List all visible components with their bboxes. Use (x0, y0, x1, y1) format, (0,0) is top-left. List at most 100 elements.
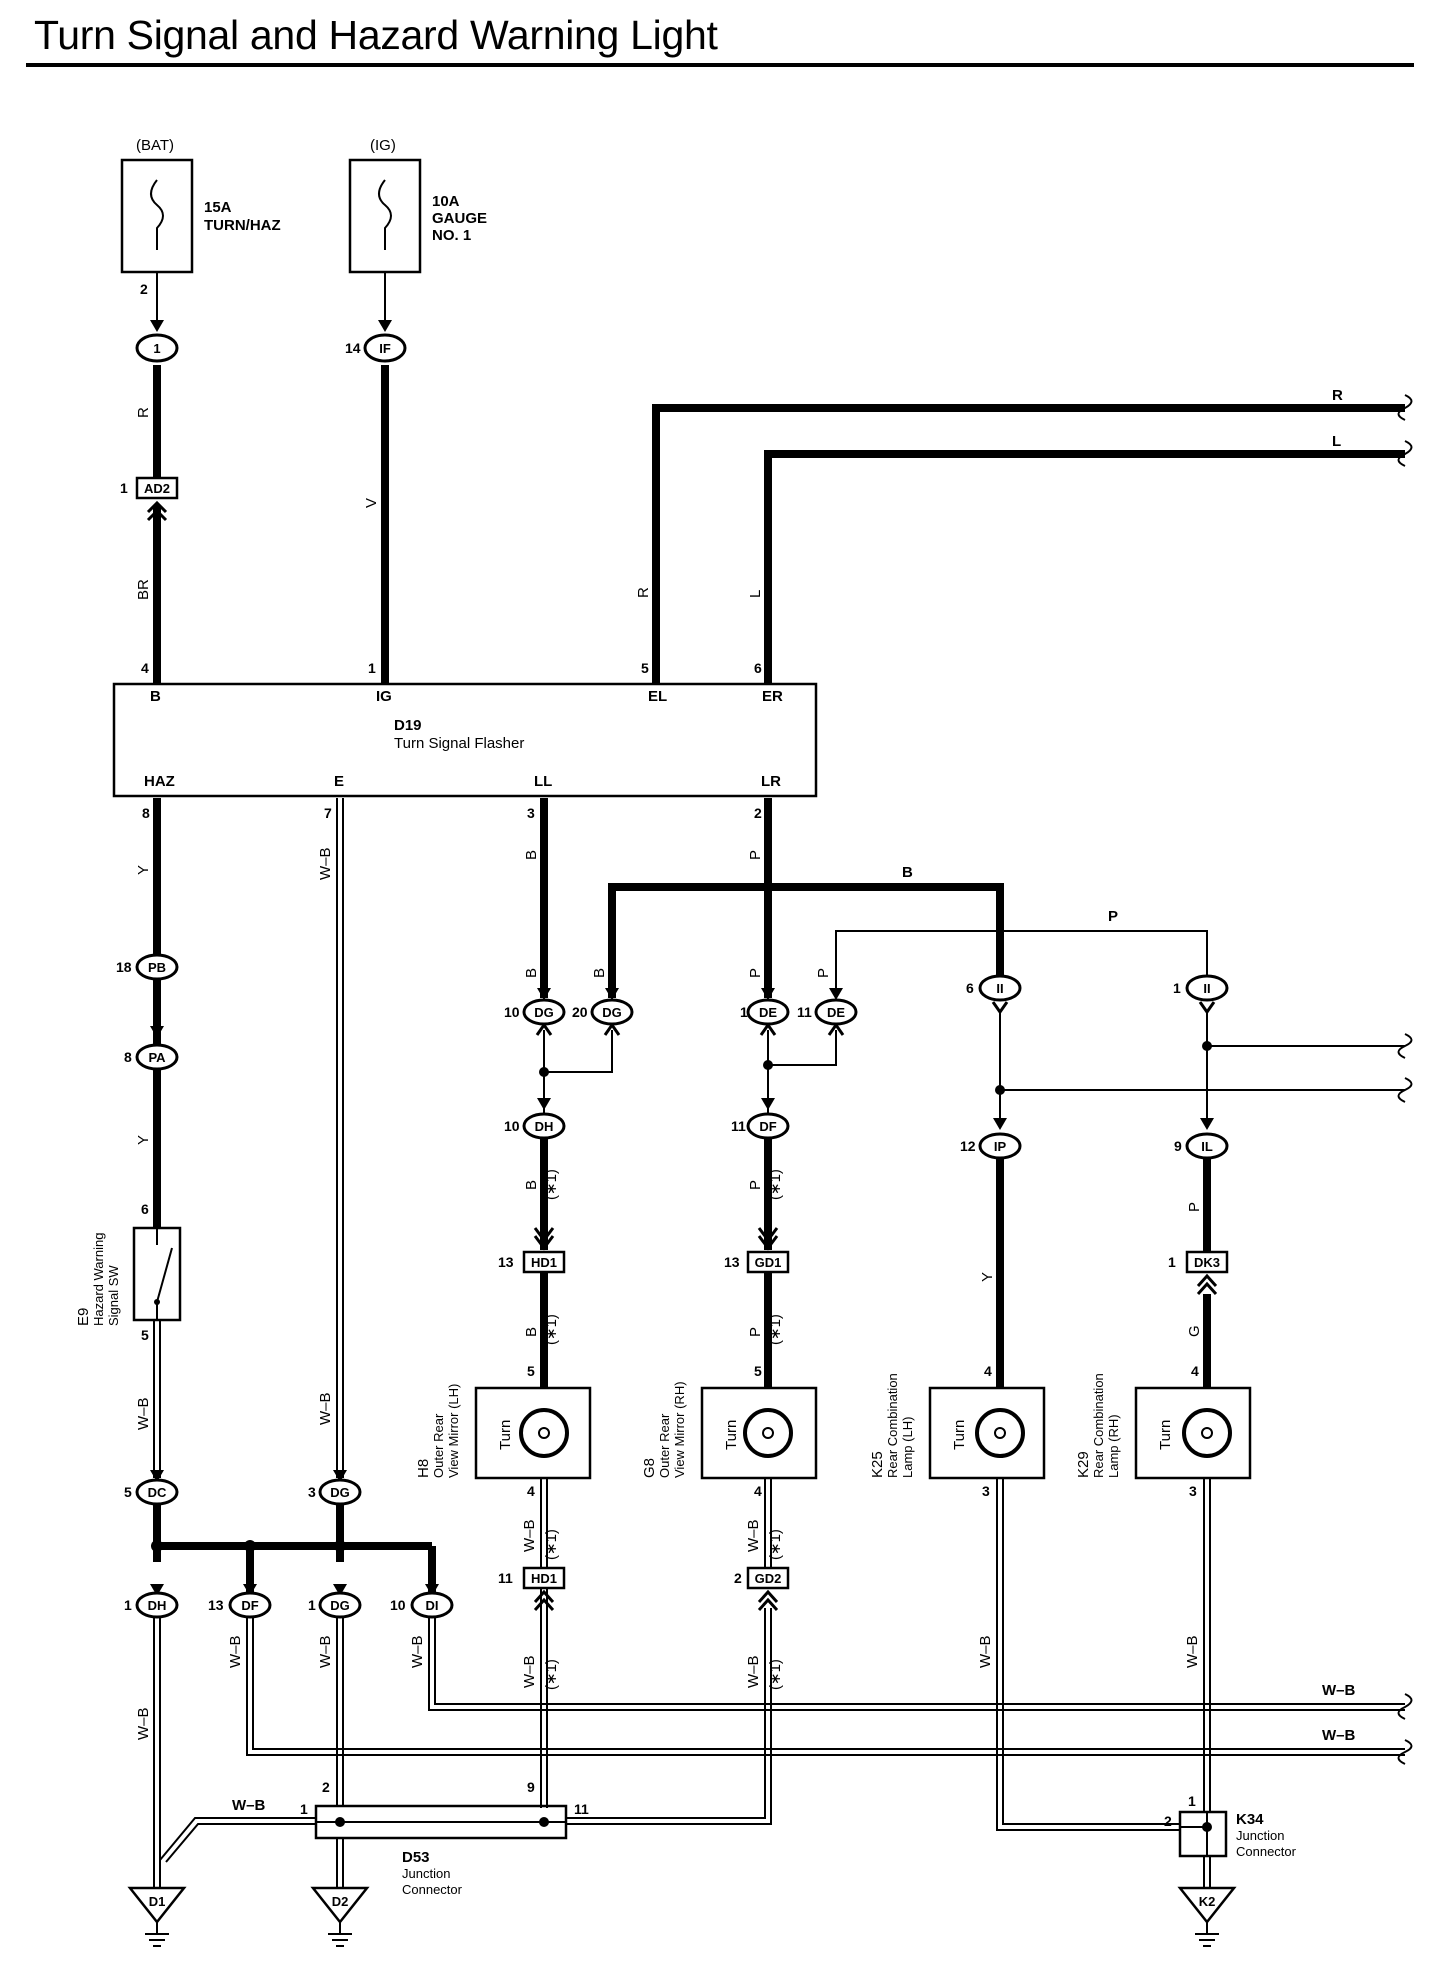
svg-text:7: 7 (324, 805, 332, 821)
svg-text:1: 1 (1188, 1793, 1196, 1809)
svg-text:B: B (523, 1180, 540, 1190)
svg-text:Hazard Warning: Hazard Warning (91, 1233, 106, 1326)
svg-text:Turn: Turn (951, 1420, 968, 1450)
svg-text:2: 2 (754, 805, 762, 821)
svg-text:P: P (747, 1180, 764, 1190)
svg-text:DH: DH (148, 1598, 167, 1613)
svg-text:Junction: Junction (1236, 1828, 1284, 1843)
svg-text:IL: IL (1201, 1139, 1213, 1154)
svg-text:DG: DG (534, 1005, 554, 1020)
svg-text:LL: LL (534, 773, 552, 790)
svg-text:14: 14 (345, 340, 361, 356)
svg-text:H8: H8 (415, 1459, 432, 1478)
svg-text:Turn: Turn (497, 1420, 514, 1450)
svg-text:W–B: W–B (977, 1635, 994, 1668)
svg-text:13: 13 (208, 1597, 224, 1613)
connector-dh-ground: DH 1 (124, 1591, 179, 1619)
svg-text:4: 4 (1191, 1363, 1199, 1379)
svg-text:W–B: W–B (521, 1655, 538, 1688)
wire-k25-ground: W–B 2 (977, 1478, 1180, 1831)
svg-text:2: 2 (734, 1570, 742, 1586)
continuation-marks-top (1397, 394, 1413, 467)
svg-text:3: 3 (527, 805, 535, 821)
svg-text:W–B: W–B (1184, 1635, 1201, 1668)
wire-switch-ground: W–B DC 5 (124, 1320, 179, 1506)
turn-signal-flasher: B IG EL ER D19 Turn Signal Flasher HAZ E… (112, 682, 818, 798)
svg-text:P: P (747, 850, 764, 860)
wire-g8-ground: W–B (∗1) GD2 2 W–B (∗1) (566, 1478, 790, 1825)
svg-text:DC: DC (148, 1485, 167, 1500)
svg-text:8: 8 (124, 1049, 132, 1065)
svg-text:AD2: AD2 (144, 481, 170, 496)
svg-text:(IG): (IG) (370, 137, 396, 154)
svg-text:BR: BR (135, 579, 152, 600)
svg-text:15A: 15A (204, 199, 232, 216)
svg-text:3: 3 (1189, 1483, 1197, 1499)
svg-text:E: E (334, 773, 344, 790)
svg-text:(∗1): (∗1) (767, 1659, 784, 1690)
svg-text:Y: Y (135, 865, 152, 875)
svg-text:G: G (1186, 1325, 1203, 1337)
svg-text:GAUGE: GAUGE (432, 210, 487, 227)
svg-text:2: 2 (140, 281, 148, 297)
svg-text:12: 12 (960, 1138, 976, 1154)
fuse-gauge-no1: (IG) 10A GAUGE NO. 1 (348, 137, 487, 274)
svg-text:D1: D1 (149, 1894, 166, 1909)
lamp-h8: Turn H8 Outer Rear View Mirror (LH) 4 (415, 1384, 592, 1499)
svg-text:DI: DI (426, 1598, 439, 1613)
svg-text:11: 11 (797, 1004, 812, 1020)
svg-text:W–B: W–B (135, 1397, 152, 1430)
svg-text:Rear Combination: Rear Combination (1091, 1373, 1106, 1478)
svg-text:Connector: Connector (402, 1882, 463, 1897)
svg-text:3: 3 (308, 1484, 316, 1500)
wire-k29-ground: W–B 1 (1184, 1478, 1211, 1888)
connector-de-11: DE 11 (797, 988, 858, 1026)
svg-text:1: 1 (1173, 980, 1181, 996)
wire-to-k25: Y 4 (979, 1158, 1004, 1388)
wire-er-l: L L 6 (747, 433, 1405, 686)
svg-text:DE: DE (827, 1005, 845, 1020)
svg-text:W–B: W–B (232, 1797, 266, 1814)
title-rule (26, 63, 1414, 67)
svg-text:L: L (1332, 433, 1341, 450)
svg-text:W–B: W–B (409, 1635, 426, 1668)
svg-text:EL: EL (648, 688, 667, 705)
svg-text:10A: 10A (432, 193, 460, 210)
svg-text:Outer Rear: Outer Rear (431, 1413, 446, 1478)
svg-text:NO. 1: NO. 1 (432, 227, 471, 244)
svg-text:W–B: W–B (317, 1392, 334, 1425)
continuation-marks-bottom (1397, 1693, 1413, 1765)
svg-text:Connector: Connector (1236, 1844, 1297, 1859)
connector-ii-1: II 1 (1173, 974, 1229, 1015)
svg-text:View Mirror (LH): View Mirror (LH) (446, 1384, 461, 1478)
svg-text:P: P (1108, 908, 1118, 925)
svg-text:11: 11 (498, 1570, 513, 1586)
de-join (759, 1022, 845, 1120)
svg-text:W–B: W–B (1322, 1727, 1356, 1744)
svg-text:(∗1): (∗1) (543, 1314, 560, 1345)
ground-k2: K2 (1177, 1886, 1237, 1947)
svg-text:1: 1 (368, 660, 376, 676)
wire-p-crossover: P P (815, 908, 1208, 998)
svg-text:HD1: HD1 (531, 1571, 557, 1586)
svg-text:5: 5 (141, 1327, 149, 1343)
svg-text:P: P (815, 968, 832, 978)
junction-connector-d53: 1 2 9 11 D53 Junction Connector (300, 1779, 589, 1897)
svg-text:II: II (1203, 981, 1210, 996)
svg-text:GD1: GD1 (755, 1255, 782, 1270)
svg-text:W–B: W–B (317, 1635, 334, 1668)
dg-join (535, 1022, 621, 1120)
hazard-warning-switch: E9 Hazard Warning Signal SW 5 (75, 1226, 182, 1343)
wire-bat: 2 R BR 4 (135, 272, 161, 686)
svg-text:DH: DH (535, 1119, 554, 1134)
svg-text:DG: DG (330, 1485, 350, 1500)
ground-d1: D1 (127, 1886, 187, 1947)
svg-text:W–B: W–B (745, 1519, 762, 1552)
svg-text:DF: DF (759, 1119, 776, 1134)
svg-text:(∗1): (∗1) (543, 1169, 560, 1200)
svg-text:6: 6 (141, 1201, 149, 1217)
svg-text:Turn: Turn (723, 1420, 740, 1450)
svg-text:1: 1 (153, 341, 160, 356)
lamp-g8: Turn G8 Outer Rear View Mirror (RH) 4 (641, 1381, 818, 1499)
svg-text:R: R (1332, 387, 1343, 404)
